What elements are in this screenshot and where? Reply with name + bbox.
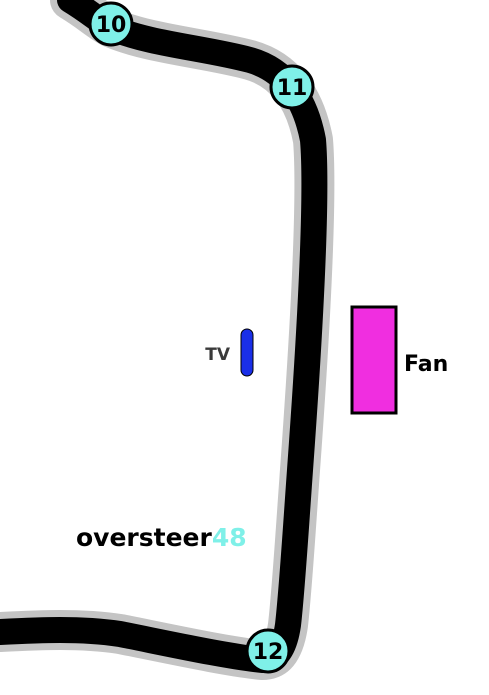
corner-12-label: 12 [253, 640, 284, 665]
track-runoff [0, 0, 335, 680]
brand-number: 48 [212, 523, 247, 552]
corner-10-label: 10 [96, 13, 127, 38]
fan-zone-label: Fan [404, 352, 448, 377]
tv-zone-marker [240, 328, 254, 377]
corner-10-marker: 10 [88, 1, 134, 47]
brand-name: oversteer [76, 523, 212, 552]
corner-11-label: 11 [277, 76, 308, 101]
fan-zone-marker [350, 305, 398, 415]
brand-logo: oversteer48 [76, 523, 247, 552]
track-surface [0, 0, 328, 673]
corner-11-marker: 11 [269, 64, 315, 110]
corner-12-marker: 12 [245, 628, 291, 674]
tv-zone-label: TV [205, 345, 231, 365]
